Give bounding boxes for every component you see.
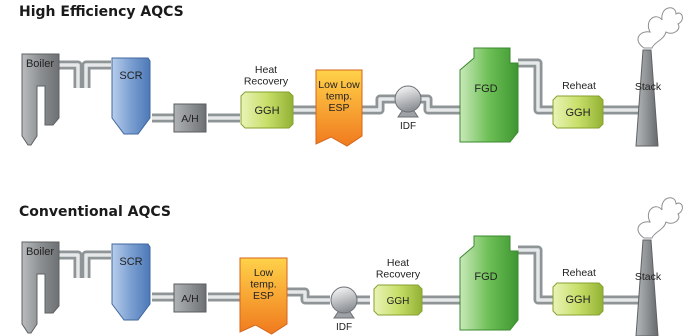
boiler-label: Boiler [26,58,54,70]
heat-recovery-caption: Heat [387,257,409,269]
stack-label: Stack [635,271,662,283]
fgd-shape [459,47,519,143]
duct-pipe [81,250,111,278]
induced-draft-fan-shape [394,85,422,113]
duct-pipe [518,58,553,115]
ggh-shape [240,91,294,129]
duct-pipe-highlight [287,290,330,302]
ggh-shape [373,284,423,316]
esp-label: ESP [253,290,274,302]
boiler-label: Boiler [26,246,54,258]
duct-pipe [81,60,111,88]
stack-shape [635,239,659,336]
boiler-shape [21,53,60,146]
scr-label: SCR [119,70,142,82]
ggh-label: GGH [565,294,590,306]
stack-shape [635,49,659,147]
esp-label: ESP [328,102,349,114]
fgd-label: FGD [474,271,497,283]
esp-label: temp. [326,91,352,103]
scr-shape [111,57,151,135]
ggh-label: GGH [565,107,590,119]
duct-pipe-highlight [84,253,111,278]
duct-pipe [518,245,553,305]
duct-pipe-highlight [362,97,396,112]
ggh-label: GGH [254,105,279,117]
air-heater-label: A/H [181,113,199,125]
heat-recovery-caption: Recovery [244,76,289,88]
duct-pipe-highlight [420,97,460,112]
air-heater-shape [173,103,207,133]
idf-label: IDF [400,121,416,132]
boiler-shape [21,241,60,334]
ggh-shape [552,95,604,129]
ggh-shape [552,282,604,316]
duct-pipe-highlight [84,63,111,88]
induced-draft-fan-shape [330,286,358,314]
reheat-caption: Reheat [562,267,596,279]
fgd-shape [459,235,519,331]
fgd-label: FGD [474,83,497,95]
reheat-caption: Reheat [562,80,596,92]
esp-label: Low [254,267,274,279]
scr-shape [111,243,151,321]
heat-recovery-caption: Recovery [376,269,421,281]
esp-label: Low Low [318,79,360,91]
stack-label: Stack [635,81,662,93]
esp-shape [315,69,363,147]
diagram-title-conventional: Conventional AQCS [19,204,171,220]
esp-shape [239,257,288,335]
duct-pipe-highlight [518,248,553,302]
heat-recovery-caption: Heat [255,64,277,76]
esp-label: temp. [250,279,276,291]
ggh-label: GGH [387,296,410,307]
scr-label: SCR [119,256,142,268]
diagram-title-high-efficiency: High Efficiency AQCS [19,4,184,20]
smoke-plume [637,7,683,49]
air-heater-shape [173,283,207,313]
duct-pipe-highlight [518,61,553,112]
air-heater-label: A/H [181,293,199,305]
smoke-plume [637,197,683,239]
idf-label: IDF [336,322,352,333]
